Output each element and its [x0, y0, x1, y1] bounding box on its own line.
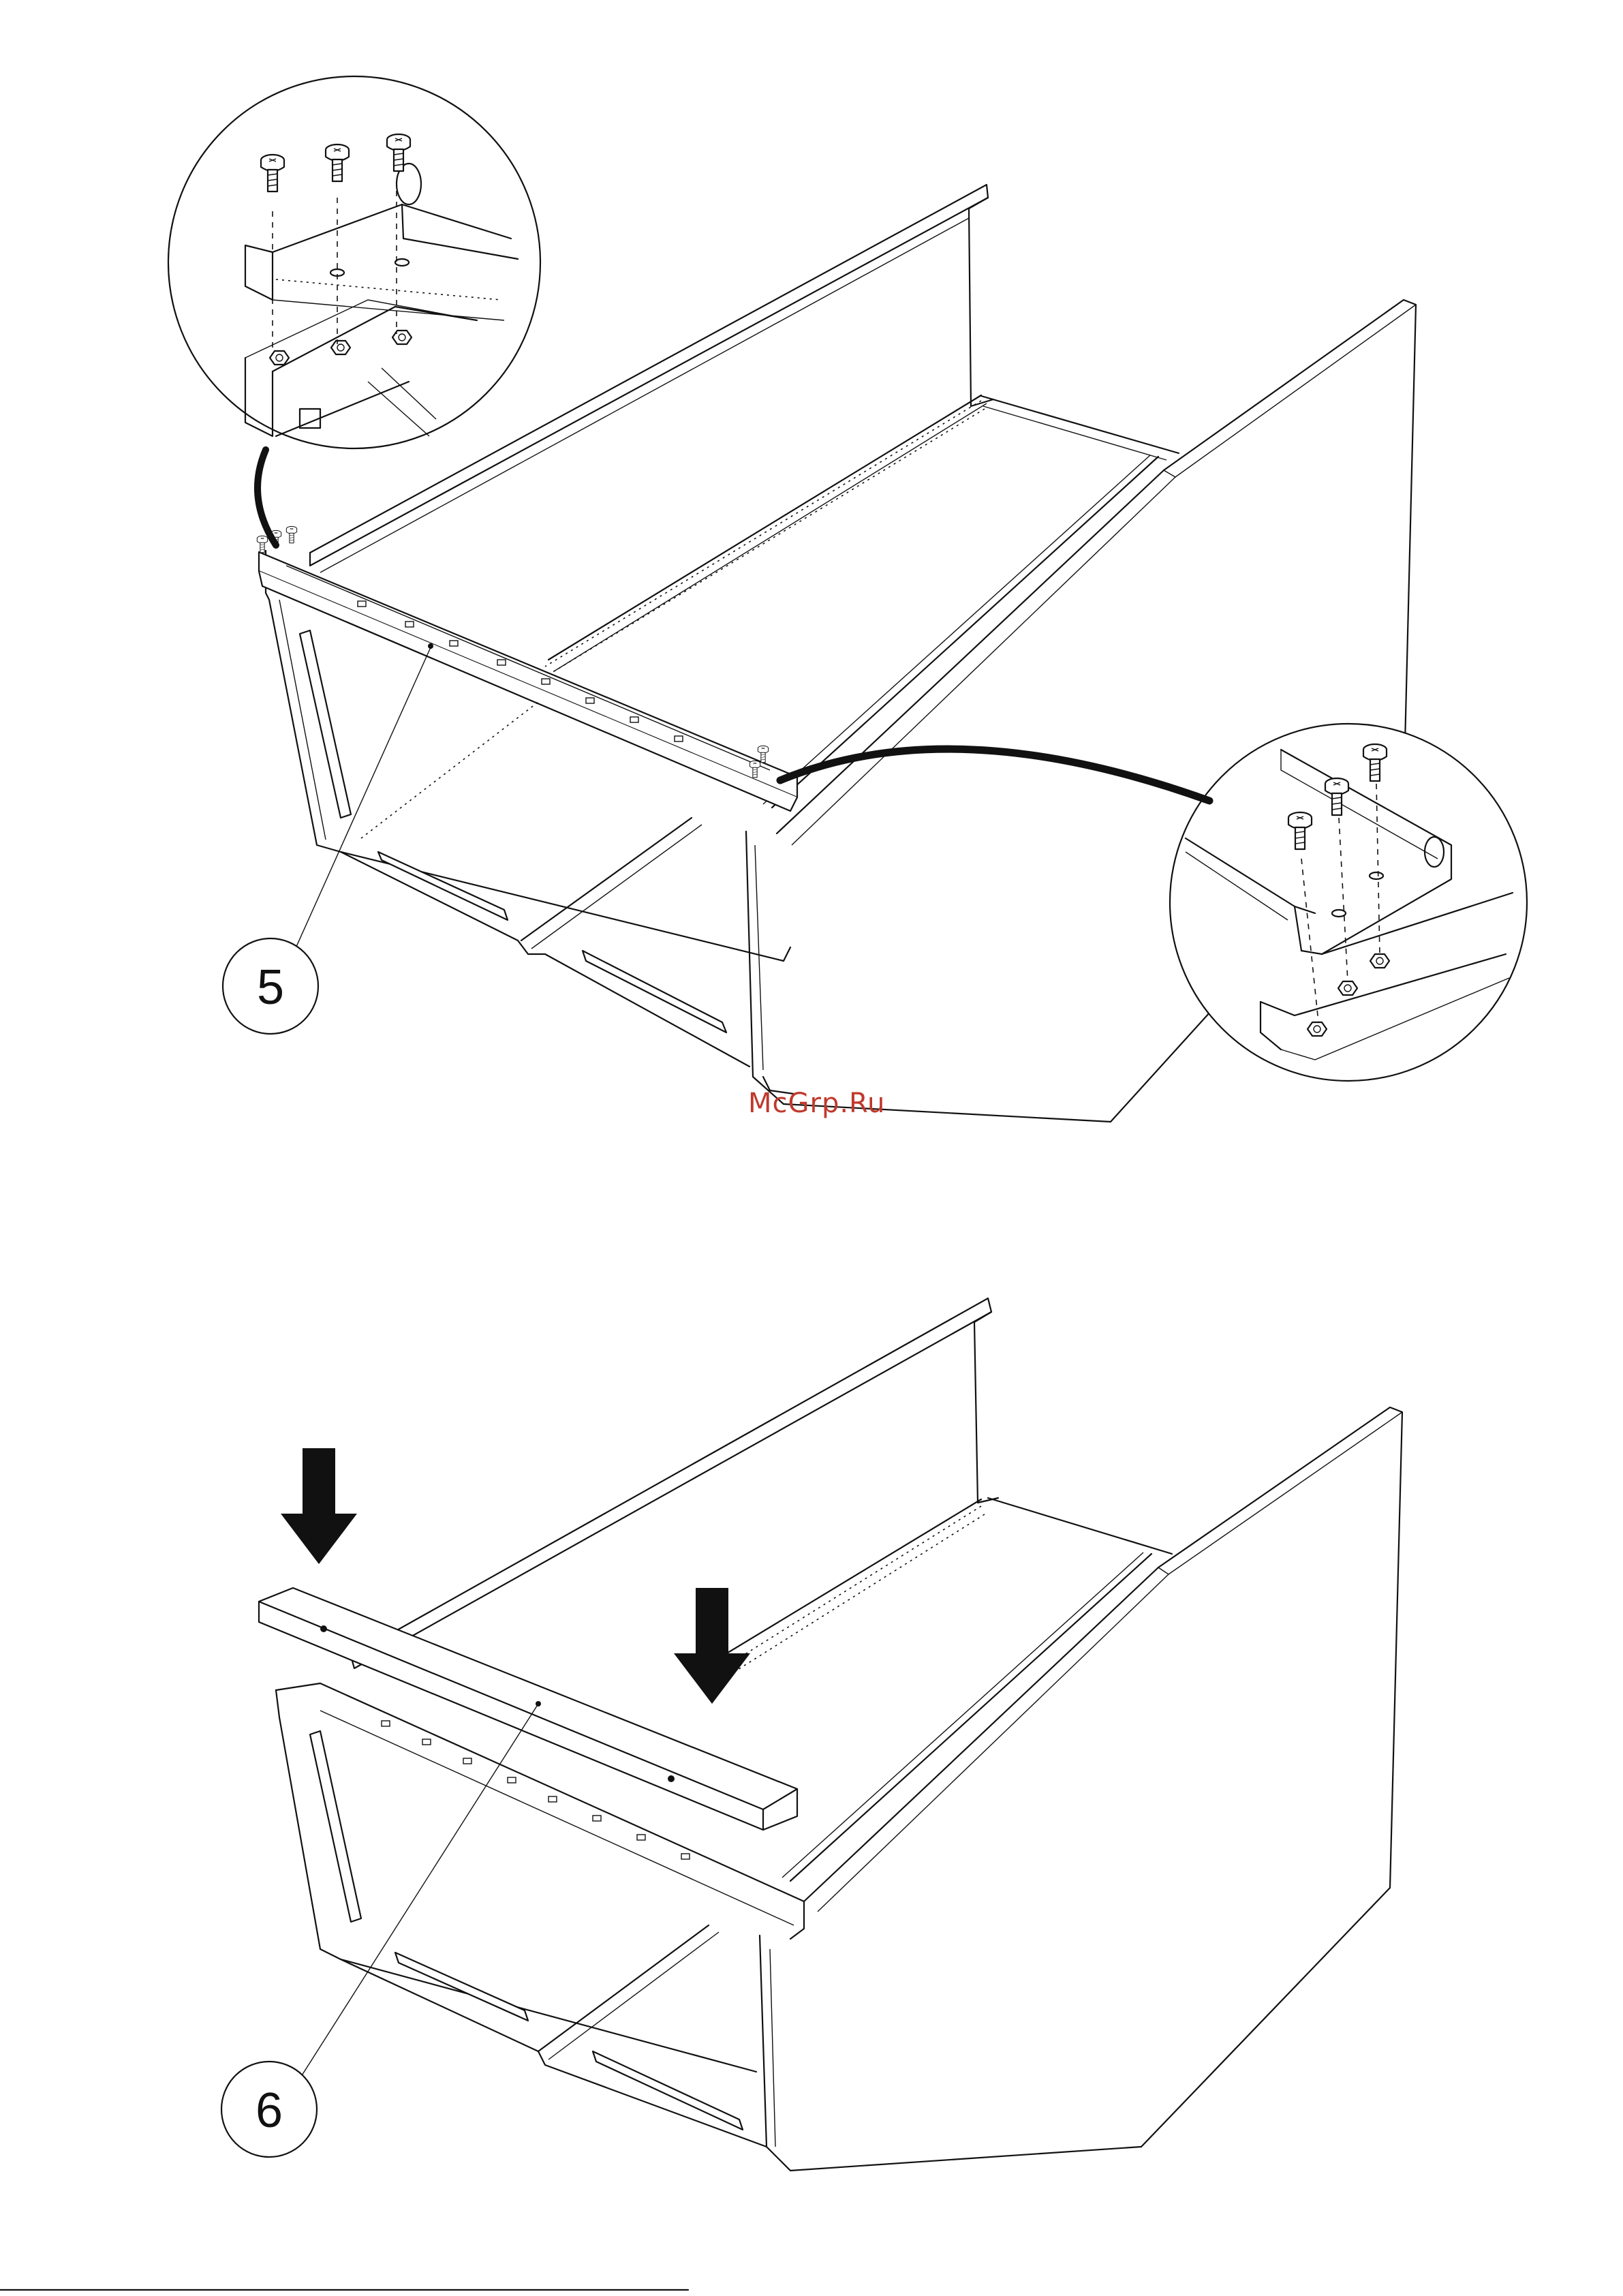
watermark: McGrp.Ru [748, 1088, 885, 1119]
step-5-callout: 5 [223, 938, 318, 1034]
step-5-number: 5 [257, 960, 284, 1015]
down-arrow-icon [281, 1448, 357, 1564]
side-panel-right [1141, 1407, 1402, 2147]
step-6-number: 6 [256, 2083, 283, 2138]
back-panel [351, 1298, 998, 1656]
step-5-drawing: 5 [168, 76, 1527, 1122]
step-6-callout: 6 [221, 2062, 317, 2157]
detail-view-right [1170, 724, 1527, 1081]
detail-view-left [168, 76, 540, 448]
step-6-drawing: 6 [221, 1298, 1402, 2171]
